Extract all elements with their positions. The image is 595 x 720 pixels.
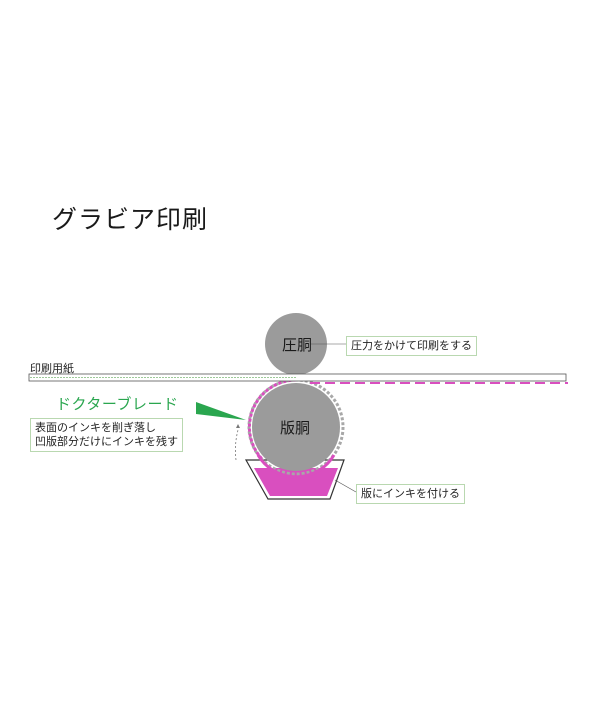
doctor-blade-label: ドクターブレード [56, 395, 179, 413]
paper-label: 印刷用紙 [30, 362, 74, 375]
impression-cylinder [265, 313, 327, 375]
plate-ink-bottom [256, 454, 336, 479]
doctor-blade-callout-line1: 表面のインキを削ぎ落し [35, 421, 156, 434]
ink-tray-callout: 版にインキを付ける [356, 484, 465, 504]
doctor-blade-callout-line2: 凹版部分だけにインキを残す [35, 435, 178, 448]
ink-tray-callout-text: 版にインキを付ける [361, 487, 460, 500]
rotation-arrow [235, 429, 239, 461]
ink-tray-leader [334, 479, 357, 493]
doctor-blade [196, 402, 246, 420]
impression-cylinder-label: 圧胴 [282, 336, 313, 354]
doctor-blade-callout: 表面のインキを削ぎ落し 凹版部分だけにインキを残す [30, 418, 183, 452]
ink-pool [254, 468, 338, 496]
plate-cylinder-body [252, 383, 340, 471]
pressure-callout: 圧力をかけて印刷をする [346, 336, 477, 356]
page-title: グラビア印刷 [52, 205, 209, 234]
pressure-callout-text: 圧力をかけて印刷をする [351, 339, 472, 352]
plate-cylinder-label: 版胴 [280, 419, 311, 437]
paper-sheet [28, 373, 567, 382]
